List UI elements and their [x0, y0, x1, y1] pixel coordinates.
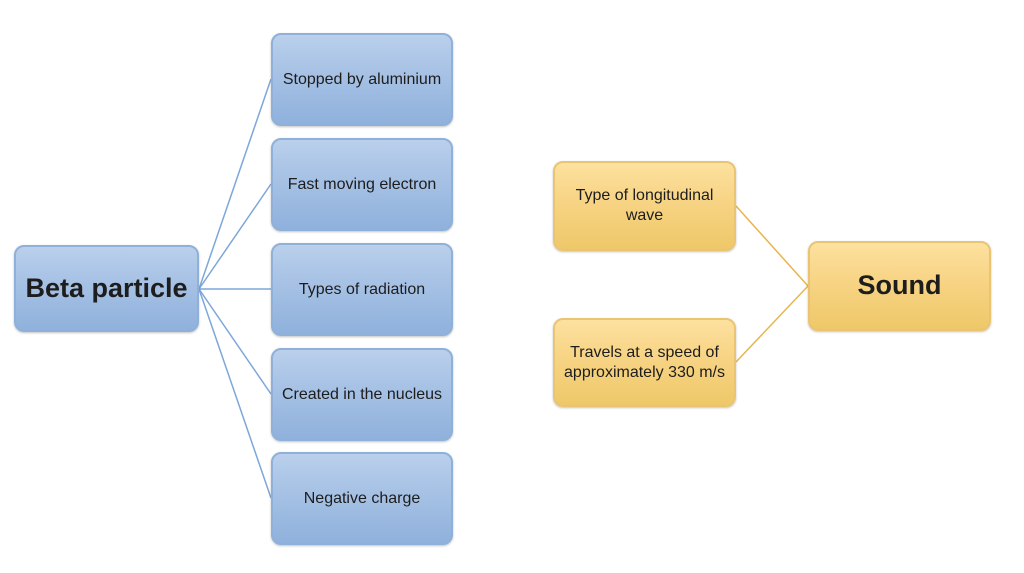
connector-beta-electron	[198, 183, 272, 290]
fast-moving-electron-node: Fast moving electron	[271, 138, 453, 231]
connector-sound-speed	[735, 285, 809, 363]
connector-beta-charge	[198, 288, 272, 499]
travel-speed-node: Travels at a speed of approximately 330 …	[553, 318, 736, 407]
created-in-nucleus-node: Created in the nucleus	[271, 348, 453, 441]
travel-speed-label: Travels at a speed of approximately 330 …	[564, 343, 725, 381]
connector-sound-longitudinal	[735, 205, 809, 287]
created-in-nucleus-label: Created in the nucleus	[281, 385, 443, 403]
types-of-radiation-node: Types of radiation	[271, 243, 453, 336]
fast-moving-electron-label: Fast moving electron	[287, 175, 437, 193]
negative-charge-node: Negative charge	[271, 452, 453, 545]
sound-label: Sound	[857, 270, 942, 301]
connector-beta-nucleus	[198, 288, 272, 395]
negative-charge-label: Negative charge	[303, 489, 421, 507]
beta-particle-node: Beta particle	[14, 245, 199, 332]
longitudinal-wave-node: Type of longitudinal wave	[553, 161, 736, 251]
connector-beta-stopped	[198, 78, 272, 290]
beta-particle-label: Beta particle	[25, 272, 188, 303]
stopped-by-aluminium-node: Stopped by aluminium	[271, 33, 453, 126]
types-of-radiation-label: Types of radiation	[298, 280, 426, 298]
sound-node: Sound	[808, 241, 991, 331]
stopped-by-aluminium-label: Stopped by aluminium	[282, 70, 442, 88]
longitudinal-wave-label: Type of longitudinal wave	[575, 187, 714, 224]
